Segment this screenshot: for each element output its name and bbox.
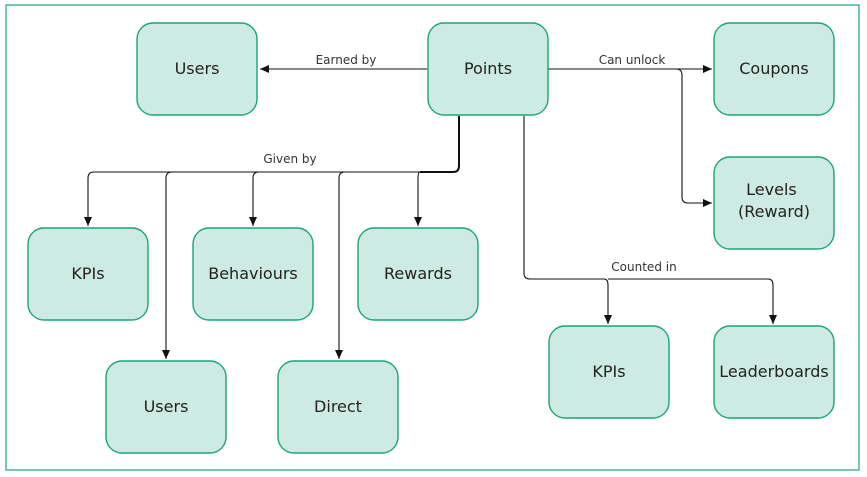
edge-to-users-given: [162, 171, 173, 359]
node-users-given-label: Users: [144, 397, 189, 416]
node-users-given: Users: [105, 360, 227, 454]
edge-labels: Earned by Can unlock Given by Counted in: [263, 53, 676, 274]
node-coupons-box: [713, 22, 835, 116]
edge-label-can-unlock: Can unlock: [599, 53, 666, 67]
node-points-line-1: Points: [464, 59, 512, 78]
node-users-given-line-1: Users: [144, 397, 189, 416]
node-rewards-box: [357, 227, 479, 321]
edges: [84, 65, 777, 359]
node-rewards: Rewards: [357, 227, 479, 321]
node-direct-box: [277, 360, 399, 454]
edge-to-behaviours: [249, 171, 260, 226]
node-direct-line-1: Direct: [314, 397, 362, 416]
node-kpis-given-line-1: KPIs: [71, 264, 104, 283]
node-users-earned-label: Users: [175, 59, 220, 78]
node-direct-label: Direct: [314, 397, 362, 416]
node-kpis-counted-label: KPIs: [592, 362, 625, 381]
node-levels-line-1: Levels: [746, 180, 797, 199]
node-points-box: [427, 22, 549, 116]
node-kpis-given-box: [27, 227, 149, 321]
node-behaviours-line-1: Behaviours: [208, 264, 298, 283]
node-coupons-label: Coupons: [739, 59, 809, 78]
node-leaderboards-label: Leaderboards: [719, 362, 828, 381]
node-levels-box: [713, 156, 835, 250]
node-kpis-counted: KPIs: [548, 325, 670, 419]
node-rewards-line-1: Rewards: [384, 264, 452, 283]
edge-label-given-by: Given by: [263, 152, 316, 166]
node-levels: Levels (Reward): [713, 156, 835, 250]
node-behaviours: Behaviours: [192, 227, 314, 321]
node-levels-label: Levels (Reward): [738, 180, 810, 221]
node-users-earned-box: [136, 22, 258, 116]
edge-to-direct: [335, 171, 346, 359]
node-coupons: Coupons: [713, 22, 835, 116]
node-points-label: Points: [464, 59, 512, 78]
node-kpis-counted-line-1: KPIs: [592, 362, 625, 381]
edge-label-counted-in: Counted in: [611, 260, 676, 274]
node-users-earned: Users: [136, 22, 258, 116]
node-leaderboards: Leaderboards: [713, 325, 835, 419]
node-kpis-given: KPIs: [27, 227, 149, 321]
node-users-earned-line-1: Users: [175, 59, 220, 78]
edge-points-to-levels: [548, 68, 712, 207]
edge-label-earned-by: Earned by: [316, 53, 377, 67]
node-rewards-label: Rewards: [384, 264, 452, 283]
node-direct: Direct: [277, 360, 399, 454]
node-coupons-line-1: Coupons: [739, 59, 809, 78]
node-levels-line-2: (Reward): [738, 202, 810, 221]
node-points: Points: [427, 22, 549, 116]
node-kpis-counted-box: [548, 325, 670, 419]
node-kpis-given-label: KPIs: [71, 264, 104, 283]
node-leaderboards-box: [713, 325, 835, 419]
node-behaviours-box: [192, 227, 314, 321]
node-users-given-box: [105, 360, 227, 454]
edge-to-rewards: [414, 171, 422, 226]
edge-given-by-bus: [87, 171, 420, 179]
node-behaviours-label: Behaviours: [208, 264, 298, 283]
edge-to-leaderboards: [608, 278, 777, 324]
edge-counted-in-trunk: [523, 116, 612, 324]
node-leaderboards-line-1: Leaderboards: [719, 362, 828, 381]
edge-given-by-trunk: [420, 116, 460, 173]
